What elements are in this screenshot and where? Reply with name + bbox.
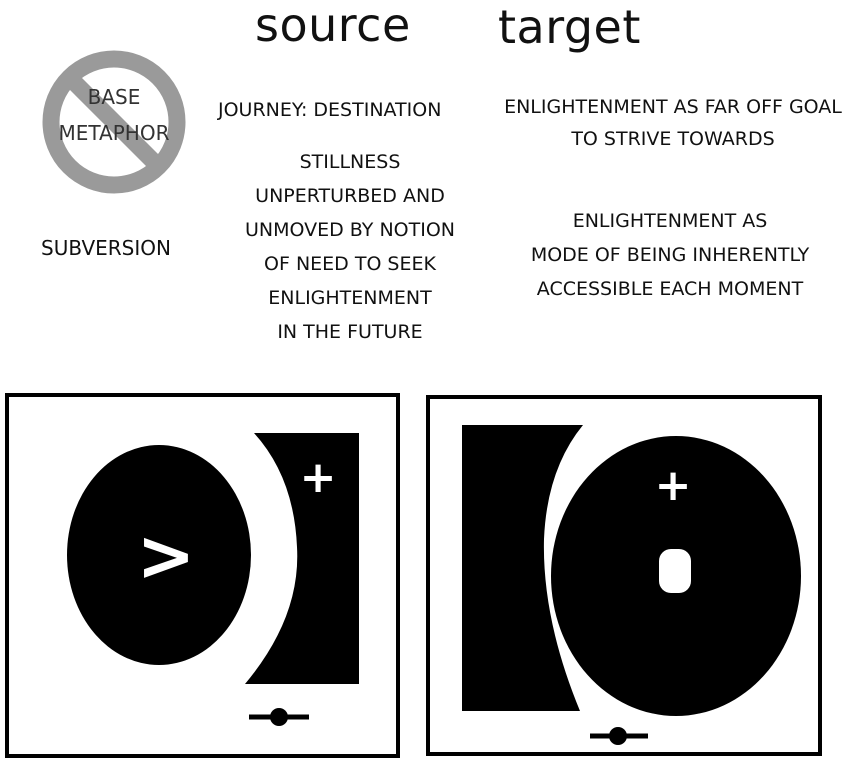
- metaphor-label: METAPHOR: [39, 123, 189, 143]
- subversion-source-line: IN THE FUTURE: [277, 315, 422, 349]
- target-panel: +: [426, 395, 822, 756]
- base-label: BASE: [39, 87, 189, 107]
- base-target-text: ENLIGHTENMENT AS FAR OFF GOAL TO STRIVE …: [488, 90, 858, 156]
- subversion-source-line: UNMOVED BY NOTION: [245, 213, 455, 247]
- source-panel: > +: [5, 393, 400, 758]
- base-target-line: TO STRIVE TOWARDS: [571, 122, 774, 156]
- subversion-source-line: STILLNESS: [300, 145, 401, 179]
- subversion-target-line: MODE OF BEING INHERENTLY: [531, 238, 809, 272]
- base-metaphor-no-sign: BASE METAPHOR: [39, 47, 189, 197]
- subversion-label: SUBVERSION: [41, 236, 171, 261]
- heading-source: source: [255, 2, 411, 48]
- subversion-target-text: ENLIGHTENMENT AS MODE OF BEING INHERENTL…: [500, 204, 840, 306]
- subversion-source-line: ENLIGHTENMENT: [268, 281, 431, 315]
- source-plus-glyph: +: [300, 452, 337, 503]
- base-source-text: JOURNEY: DESTINATION: [218, 99, 441, 123]
- subversion-target-line: ENLIGHTENMENT AS: [573, 204, 768, 238]
- target-plus-glyph: +: [655, 460, 692, 511]
- heading-target: target: [498, 4, 641, 50]
- slider-knob-icon: [590, 727, 648, 745]
- source-circle-glyph: >: [137, 515, 196, 597]
- subversion-source-text: STILLNESS UNPERTURBED AND UNMOVED BY NOT…: [225, 145, 475, 349]
- base-target-line: ENLIGHTENMENT AS FAR OFF GOAL: [504, 90, 842, 124]
- target-center-mark: [659, 549, 691, 593]
- subversion-target-line: ACCESSIBLE EACH MOMENT: [537, 272, 803, 306]
- slider-knob-icon: [249, 708, 309, 726]
- subversion-source-line: UNPERTURBED AND: [255, 179, 445, 213]
- subversion-source-line: OF NEED TO SEEK: [264, 247, 436, 281]
